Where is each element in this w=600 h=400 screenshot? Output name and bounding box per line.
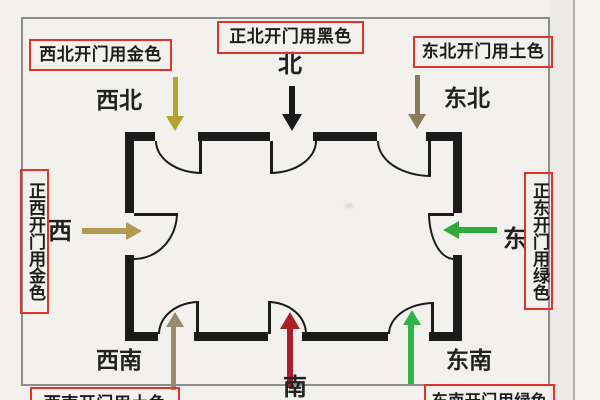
page-edge-line (573, 0, 575, 400)
arrow-north-head (282, 114, 302, 131)
wall-bottom-segment (429, 332, 462, 341)
arrow-west (82, 228, 126, 234)
arrow-southeast-head (403, 310, 421, 325)
wall-bottom-segment (302, 332, 388, 341)
wall-right-segment (453, 255, 462, 341)
wall-bottom-segment (125, 332, 158, 341)
arrow-west-head (126, 222, 142, 240)
wall-left-segment (125, 255, 134, 341)
page-frame (21, 17, 550, 386)
wall-top-segment (198, 132, 270, 141)
direction-label-southeast: 东南 (446, 348, 492, 374)
paper-smudge (345, 203, 353, 208)
note-box-southwest: 西南开门用土色 (30, 387, 180, 400)
arrow-north (289, 86, 295, 114)
wall-top-segment (125, 132, 155, 141)
direction-label-northwest: 西北 (96, 88, 142, 114)
arrow-northwest-head (166, 116, 184, 131)
wall-left-segment (125, 132, 134, 213)
page-outside-area (575, 0, 600, 400)
direction-label-east: 东 (503, 225, 527, 253)
note-box-west: 正西开门用金色 (20, 169, 49, 314)
arrow-northeast (415, 75, 420, 114)
note-box-northeast: 东北开门用土色 (413, 36, 553, 68)
arrow-east (459, 227, 497, 233)
arrow-south (287, 328, 293, 388)
direction-label-north: 北 (278, 50, 302, 78)
arrow-southeast (408, 324, 414, 384)
direction-label-northeast: 东北 (444, 86, 490, 112)
note-box-northwest: 西北开门用金色 (29, 39, 172, 71)
wall-right-segment (453, 132, 462, 213)
page-right-margin (550, 0, 573, 400)
arrow-southwest (171, 326, 176, 390)
note-box-southeast: 东南开门用绿色 (424, 384, 555, 400)
direction-label-southwest: 西南 (96, 348, 142, 374)
wall-top-segment (426, 132, 462, 141)
arrow-east-head (443, 221, 459, 239)
arrow-southwest-head (166, 312, 184, 327)
wall-top-segment (313, 132, 377, 141)
direction-label-south: 南 (283, 373, 307, 400)
direction-label-west: 西 (48, 217, 72, 245)
wall-bottom-segment (194, 332, 268, 341)
note-box-east: 正东开门用绿色 (524, 172, 553, 310)
arrow-northeast-head (408, 114, 426, 129)
arrow-northwest (173, 77, 178, 116)
arrow-south-head (280, 312, 300, 329)
note-box-north: 正北开门用黑色 (217, 21, 364, 54)
